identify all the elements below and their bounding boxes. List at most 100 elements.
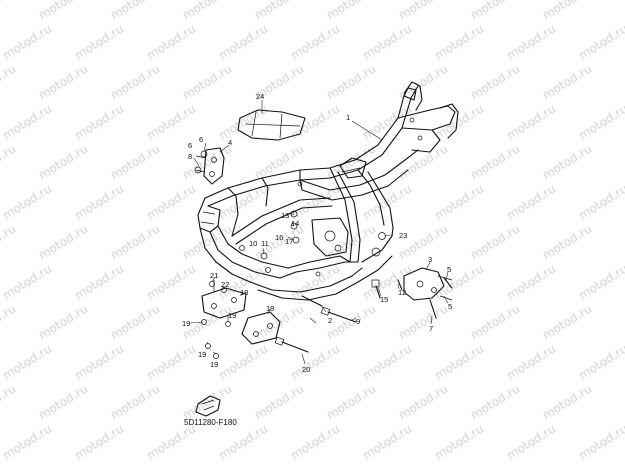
watermark-text: motod.ru bbox=[504, 181, 558, 222]
label-part-20: 20 bbox=[302, 365, 310, 374]
watermark-text: motod.ru bbox=[540, 381, 594, 422]
watermark-text: motod.ru bbox=[0, 381, 18, 422]
watermark-text: motod.ru bbox=[72, 101, 126, 142]
watermark-text: motod.ru bbox=[252, 141, 306, 182]
watermark-text: motod.ru bbox=[144, 101, 198, 142]
watermark-text: motod.ru bbox=[72, 261, 126, 302]
watermark-text: motod.ru bbox=[540, 0, 594, 23]
label-part-11: 11 bbox=[261, 239, 269, 248]
watermark-text: motod.ru bbox=[576, 21, 625, 62]
label-part-9: 9 bbox=[356, 317, 360, 326]
watermark-text: motod.ru bbox=[324, 61, 378, 102]
part-4-bracket bbox=[195, 147, 225, 185]
watermark-text: motod.ru bbox=[468, 221, 522, 262]
watermark-text: motod.ru bbox=[576, 181, 625, 222]
leader-lines bbox=[189, 100, 449, 365]
watermark-text: motod.ru bbox=[576, 421, 625, 462]
watermark-text: motod.ru bbox=[432, 421, 486, 462]
watermark-text: motod.ru bbox=[36, 301, 90, 342]
watermark-text: motod.ru bbox=[180, 0, 234, 23]
watermark-text: motod.ru bbox=[468, 381, 522, 422]
watermark-text: motod.ru bbox=[0, 61, 18, 102]
watermark-text: motod.ru bbox=[36, 0, 90, 23]
watermark-text: motod.ru bbox=[0, 181, 54, 222]
watermark-text: motod.ru bbox=[144, 21, 198, 62]
label-part-2: 2 bbox=[328, 316, 332, 325]
watermark-text: motod.ru bbox=[36, 221, 90, 262]
label-part-4: 4 bbox=[228, 138, 232, 147]
watermark-text: motod.ru bbox=[360, 21, 414, 62]
label-part-13: 13 bbox=[281, 211, 289, 220]
watermark-text: motod.ru bbox=[0, 0, 18, 23]
watermark-text: motod.ru bbox=[468, 141, 522, 182]
label-part-5-lower: 5 bbox=[448, 302, 452, 311]
label-part-19-b: 19 bbox=[228, 311, 236, 320]
watermark-text: motod.ru bbox=[0, 101, 54, 142]
watermark-text: motod.ru bbox=[108, 0, 162, 23]
watermark-text: motod.ru bbox=[72, 181, 126, 222]
label-part-19-c: 19 bbox=[198, 350, 206, 359]
watermark-text: motod.ru bbox=[468, 301, 522, 342]
watermark-text: motod.ru bbox=[324, 381, 378, 422]
watermark-text: motod.ru bbox=[108, 221, 162, 262]
watermark-text: motod.ru bbox=[144, 421, 198, 462]
part-24-cover bbox=[237, 109, 306, 141]
watermark-text: motod.ru bbox=[72, 341, 126, 382]
label-part-21: 21 bbox=[210, 271, 218, 280]
label-part-10: 10 bbox=[249, 239, 257, 248]
label-part-22: 22 bbox=[221, 280, 229, 289]
label-part-1: 1 bbox=[346, 113, 350, 122]
watermark-text: motod.ru bbox=[108, 301, 162, 342]
watermark-text: motod.ru bbox=[396, 0, 450, 23]
watermark-text: motod.ru bbox=[396, 301, 450, 342]
part-labels: 1 2 3 4 5 5 6 6 7 8 9 10 11 12 13 14 15 … bbox=[182, 92, 452, 374]
watermark-text: motod.ru bbox=[288, 261, 342, 302]
watermark-text: motod.ru bbox=[288, 101, 342, 142]
label-part-3: 3 bbox=[428, 255, 432, 264]
watermark-text: motod.ru bbox=[180, 61, 234, 102]
watermark-text: motod.ru bbox=[144, 261, 198, 302]
watermark-text: motod.ru bbox=[108, 141, 162, 182]
watermark-text: motod.ru bbox=[504, 341, 558, 382]
watermark-text: motod.ru bbox=[504, 421, 558, 462]
watermark-text: motod.ru bbox=[0, 141, 18, 182]
label-part-6-lower: 6 bbox=[188, 141, 192, 150]
watermark-text: motod.ru bbox=[468, 61, 522, 102]
fastener-symbol-icon bbox=[195, 395, 221, 417]
watermark-text: motod.ru bbox=[252, 381, 306, 422]
watermark-text: motod.ru bbox=[0, 21, 54, 62]
watermark-text: motod.ru bbox=[216, 21, 270, 62]
watermark-text: motod.ru bbox=[72, 21, 126, 62]
watermark-text: motod.ru bbox=[144, 341, 198, 382]
watermark-text: motod.ru bbox=[432, 181, 486, 222]
watermark-text: motod.ru bbox=[360, 421, 414, 462]
label-part-19-d: 19 bbox=[210, 360, 218, 369]
watermark-text: motod.ru bbox=[0, 261, 54, 302]
label-part-18-upper: 18 bbox=[240, 288, 248, 297]
watermark-text: motod.ru bbox=[72, 421, 126, 462]
watermark-text: motod.ru bbox=[540, 221, 594, 262]
label-part-18-lower: 18 bbox=[266, 304, 274, 313]
label-part-12: 12 bbox=[398, 288, 406, 297]
watermark-text: motod.ru bbox=[540, 301, 594, 342]
bolts bbox=[274, 277, 453, 353]
watermark-text: motod.ru bbox=[108, 61, 162, 102]
watermark-text: motod.ru bbox=[216, 341, 270, 382]
watermark-text: motod.ru bbox=[432, 341, 486, 382]
label-part-5-upper: 5 bbox=[447, 265, 451, 274]
watermark-text: motod.ru bbox=[36, 141, 90, 182]
watermark-text: motod.ru bbox=[468, 0, 522, 23]
frame-assembly bbox=[197, 81, 459, 301]
label-part-17: 17 bbox=[285, 237, 293, 246]
watermark-text: motod.ru bbox=[396, 221, 450, 262]
watermark-text: motod.ru bbox=[0, 421, 54, 462]
watermark-text: motod.ru bbox=[360, 181, 414, 222]
watermark-text: motod.ru bbox=[324, 0, 378, 23]
label-part-24: 24 bbox=[256, 92, 264, 101]
watermark-text: motod.ru bbox=[576, 261, 625, 302]
watermark-text: motod.ru bbox=[252, 0, 306, 23]
label-part-23: 23 bbox=[399, 231, 407, 240]
watermark-text: motod.ru bbox=[252, 301, 306, 342]
